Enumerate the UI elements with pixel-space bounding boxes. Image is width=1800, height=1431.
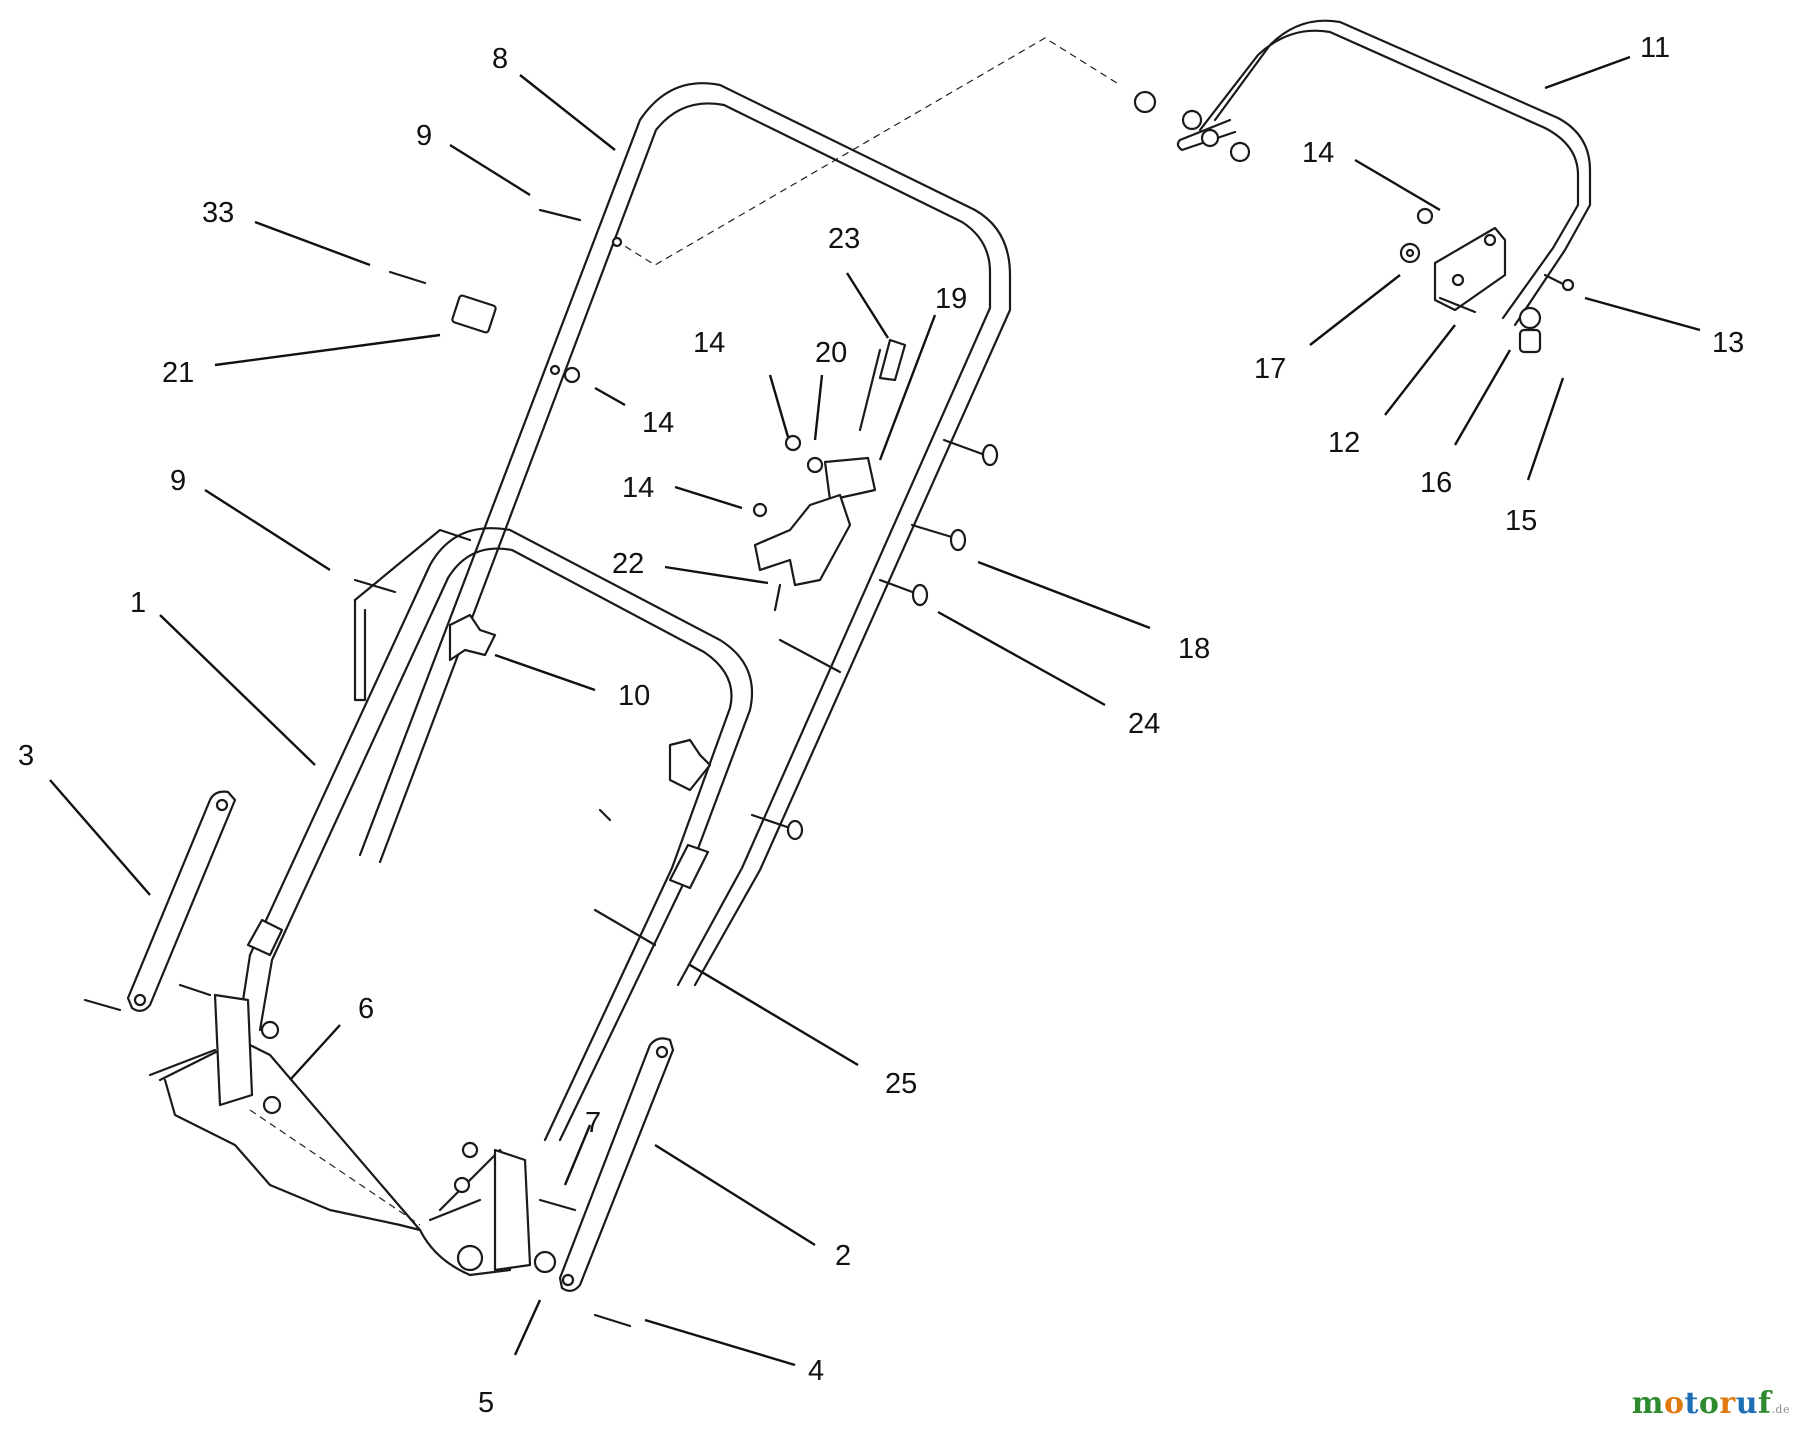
callout-21: 21 xyxy=(162,357,194,389)
callout-9-upper: 9 xyxy=(416,120,432,152)
watermark-letter: u xyxy=(1735,1386,1759,1421)
callout-7: 7 xyxy=(585,1107,601,1139)
callout-6: 6 xyxy=(358,993,374,1025)
watermark-letter: m xyxy=(1631,1386,1665,1421)
callout-16: 16 xyxy=(1420,467,1452,499)
callout-14-control-top: 14 xyxy=(693,327,725,359)
callout-labels: 1 2 3 4 5 6 7 8 9 9 10 11 12 13 14 14 14… xyxy=(18,32,1744,1419)
watermark-letter: f xyxy=(1758,1386,1772,1421)
callout-23: 23 xyxy=(828,223,860,255)
main-handle-part-8 xyxy=(353,82,1012,987)
callout-33: 33 xyxy=(202,197,234,229)
leader-lines xyxy=(49,55,1701,1367)
watermark-letter: r xyxy=(1719,1386,1736,1421)
watermark-letter: o xyxy=(1664,1386,1685,1421)
callout-20: 20 xyxy=(815,337,847,369)
watermark-suffix: .de xyxy=(1771,1403,1790,1416)
bracket-part-2 xyxy=(558,1037,675,1292)
watermark-letter: t xyxy=(1684,1386,1699,1421)
callout-25: 25 xyxy=(885,1068,917,1100)
upper-handle-part-11 xyxy=(1133,19,1592,327)
callout-14-handle: 14 xyxy=(642,407,674,439)
callout-5: 5 xyxy=(478,1387,494,1419)
callout-10: 10 xyxy=(618,680,650,712)
bracket-part-12 xyxy=(1433,226,1507,314)
watermark-letter: o xyxy=(1698,1386,1720,1421)
callout-17: 17 xyxy=(1254,353,1286,385)
lower-handle-part-1 xyxy=(238,527,754,1142)
callout-14-upper-right: 14 xyxy=(1302,137,1334,169)
callout-15: 15 xyxy=(1505,505,1537,537)
callout-19: 19 xyxy=(935,283,967,315)
callout-2: 2 xyxy=(835,1240,851,1272)
clips-part-25 xyxy=(593,638,842,947)
callout-1: 1 xyxy=(130,587,146,619)
small-fasteners-upper-right xyxy=(1399,207,1575,354)
control-assembly xyxy=(752,338,907,612)
callout-24: 24 xyxy=(1128,708,1160,740)
callout-11: 11 xyxy=(1640,32,1670,64)
callout-22: 22 xyxy=(612,548,644,580)
callout-12: 12 xyxy=(1328,427,1360,459)
callout-3: 3 xyxy=(18,740,34,772)
watermark-text: motoruf xyxy=(1632,1386,1772,1421)
callout-18: 18 xyxy=(1178,633,1210,665)
callout-13: 13 xyxy=(1712,327,1744,359)
motoruf-watermark: motoruf.de xyxy=(1632,1386,1790,1421)
knobs-and-bolts xyxy=(83,208,999,1328)
callout-9-lower: 9 xyxy=(170,465,186,497)
mower-deck xyxy=(148,993,532,1277)
bracket-part-3 xyxy=(126,790,237,1012)
dashed-guide-bottom xyxy=(249,1109,421,1226)
dashed-guide-upper xyxy=(614,37,1121,266)
callout-14-control-mid: 14 xyxy=(622,472,654,504)
callout-8: 8 xyxy=(492,43,508,75)
callout-4: 4 xyxy=(808,1355,824,1387)
